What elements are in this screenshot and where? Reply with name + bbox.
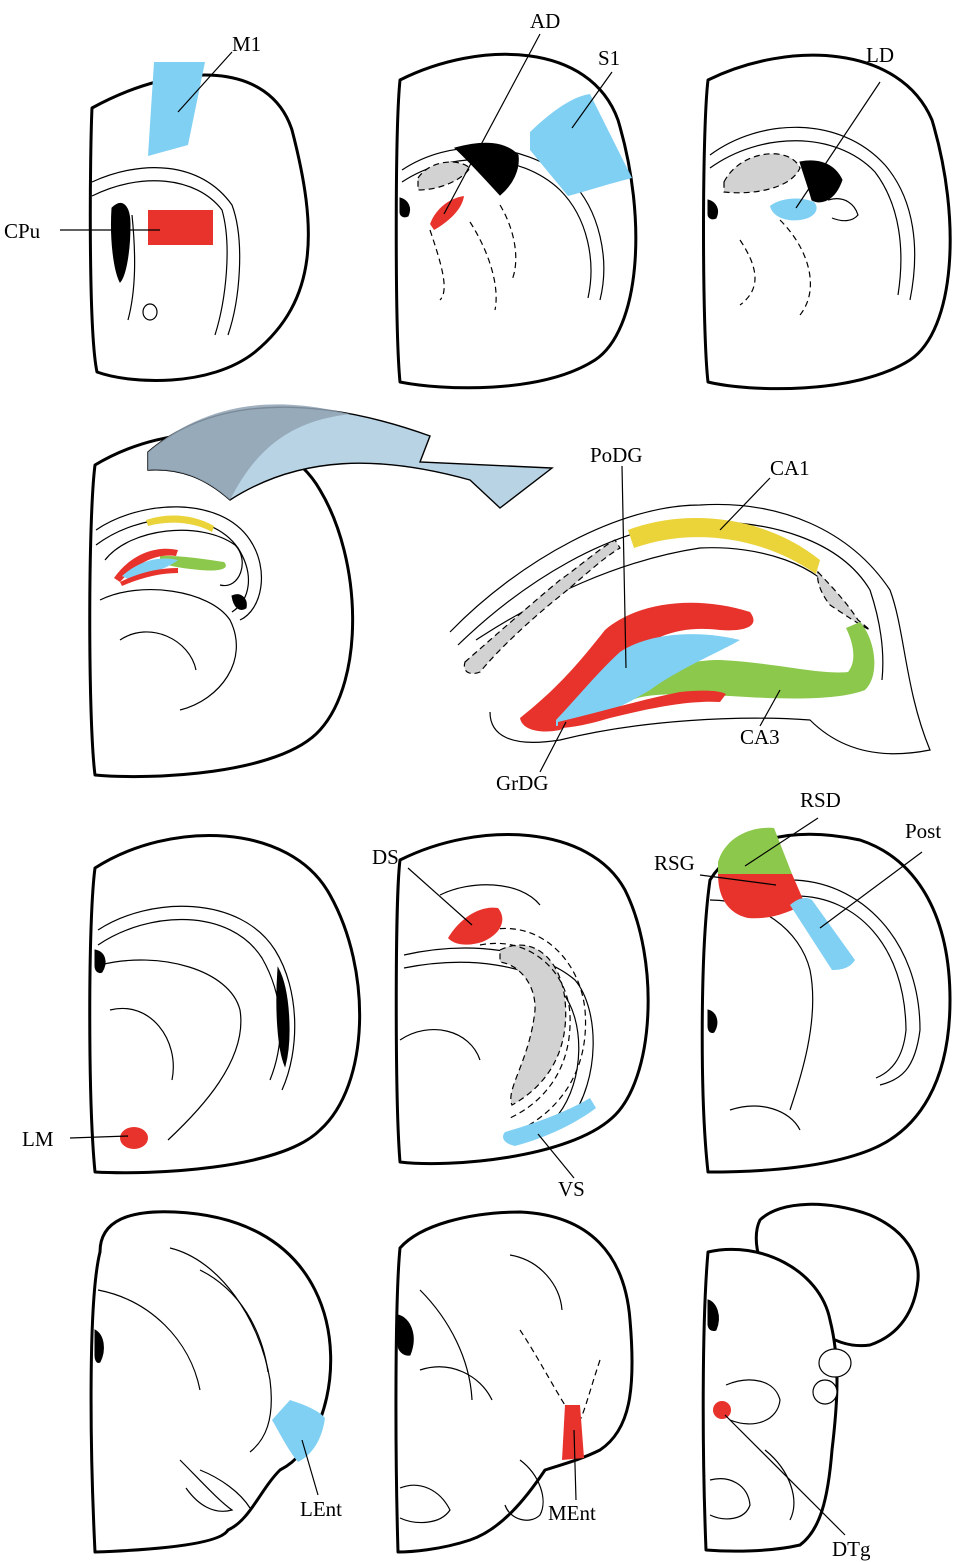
m1-label: M1 [232, 32, 261, 56]
ds-label: DS [372, 845, 399, 869]
section-retrosplenial: RSD RSG Post [654, 788, 950, 1172]
podg-label: PoDG [590, 443, 643, 467]
lm-label: LM [22, 1127, 54, 1151]
post-label: Post [905, 819, 941, 843]
ca1-label: CA1 [770, 456, 810, 480]
colliculus-lobe [813, 1380, 837, 1404]
cpu-label: CPu [4, 219, 41, 243]
section-hippocampus-overview [90, 404, 552, 776]
section-hippocampus-enlarged: PoDG CA1 CA3 GrDG [450, 443, 930, 795]
ca3-label: CA3 [740, 725, 780, 749]
rsd-label: RSD [800, 788, 841, 812]
ld-label: LD [866, 43, 894, 67]
section-outline [396, 835, 648, 1164]
section-outline [704, 55, 951, 388]
ment-label: MEnt [548, 1501, 596, 1525]
rsg-label: RSG [654, 851, 695, 875]
lent-label: LEnt [300, 1497, 342, 1521]
cpu-region [148, 210, 213, 245]
section-lent: LEnt [91, 1212, 342, 1552]
section-outline [90, 835, 360, 1172]
section-ad-s1: AD S1 [396, 9, 636, 388]
ca1-leader [720, 478, 770, 530]
section-ment: MEnt [396, 1212, 632, 1552]
lm-region [120, 1127, 148, 1149]
anterior-commissure [143, 304, 157, 320]
vs-label: VS [558, 1177, 585, 1201]
dtg-label: DTg [832, 1537, 871, 1561]
dtg-region [713, 1401, 731, 1419]
section-lm: LM [22, 835, 360, 1172]
section-m1-cpu: M1 CPu [4, 32, 308, 381]
s1-label: S1 [598, 46, 620, 70]
section-ds-vs: DS VS [372, 835, 648, 1201]
ad-label: AD [530, 9, 560, 33]
colliculus-lobe [819, 1349, 851, 1377]
section-outline [91, 1212, 331, 1552]
grdg-label: GrDG [496, 771, 549, 795]
gray-matter-right [818, 572, 870, 630]
section-outline [396, 1212, 632, 1552]
section-dtg: DTg [703, 1204, 918, 1561]
section-ld: LD [704, 43, 951, 389]
rsd-region [718, 828, 792, 874]
